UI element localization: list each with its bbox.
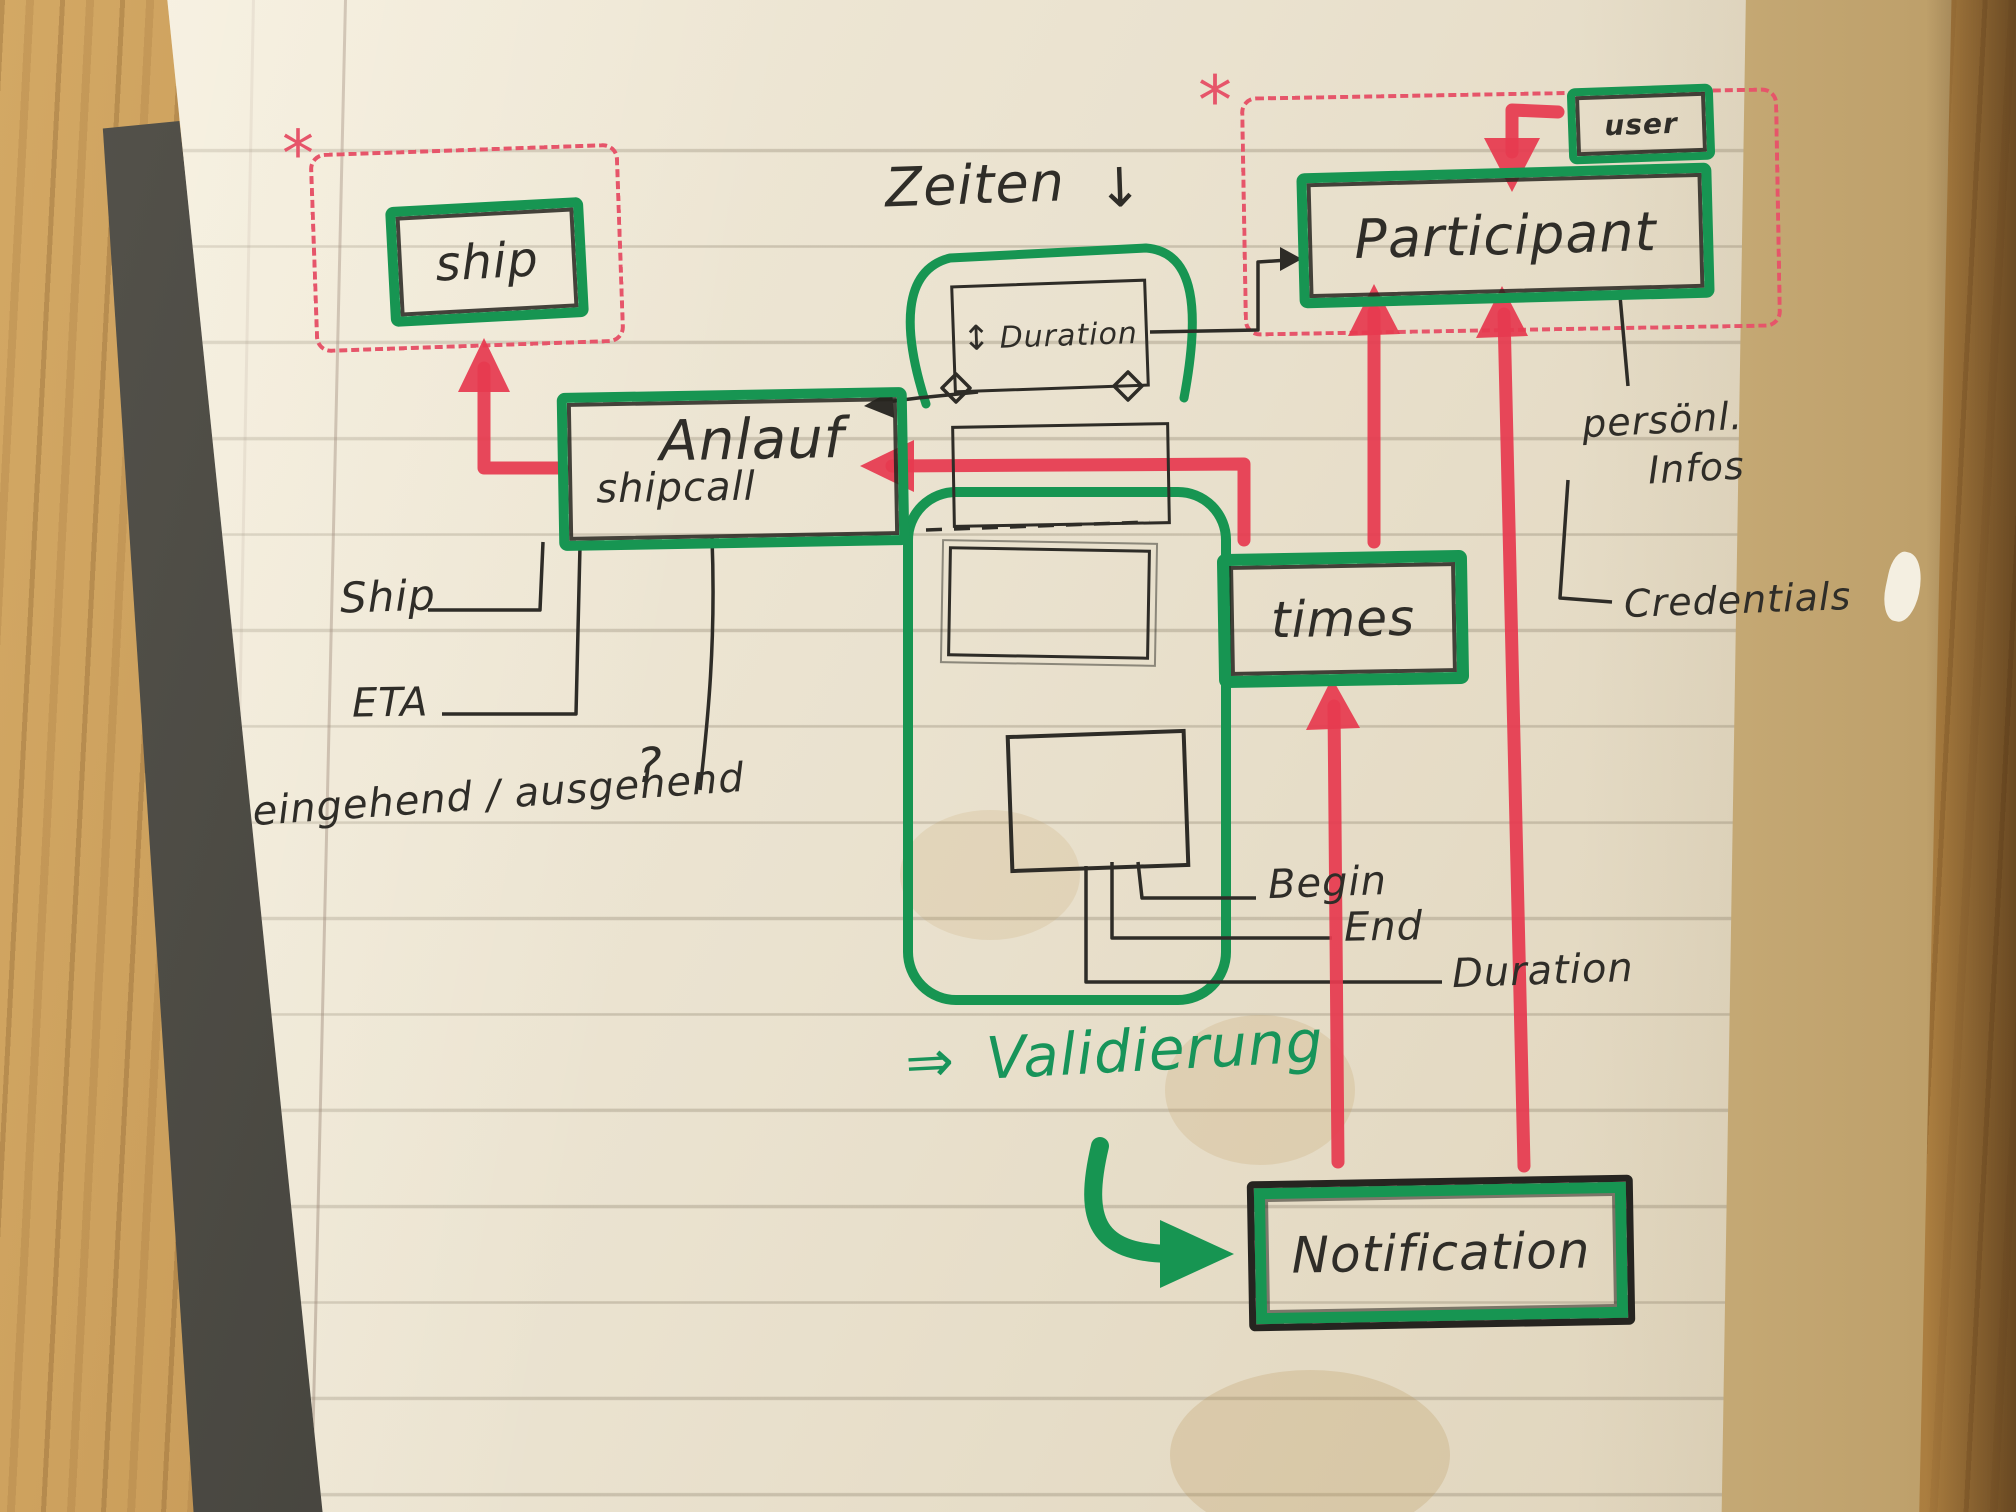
notification-box: Notification <box>1246 1174 1636 1332</box>
dashed-underline <box>925 520 1151 532</box>
implies-arrow-icon: ⇒ <box>903 1026 957 1097</box>
arrowhead-into-anlauf <box>860 440 914 492</box>
end-attr-label: End <box>1343 903 1424 951</box>
begin-line <box>1136 861 1256 900</box>
green-curved-arrowhead <box>1160 1220 1234 1288</box>
asterisk-right: * <box>1198 62 1233 141</box>
ship-attr-line <box>428 541 545 612</box>
eta-attr-label: ETA <box>351 679 429 727</box>
zeiten-bracket <box>905 243 1197 409</box>
red-strokes <box>477 103 1565 1173</box>
duration-attr-line <box>1084 866 1442 984</box>
green-strokes <box>903 243 1231 1263</box>
arrowhead-into-participant-left <box>1348 284 1400 336</box>
user-label: user <box>1603 106 1679 142</box>
ship-box: ship <box>384 196 590 328</box>
anlauf-box: Anlauf shipcall <box>556 386 910 552</box>
question-line <box>698 537 715 791</box>
times-box: times <box>1216 549 1470 689</box>
infos-label: Infos <box>1646 443 1746 493</box>
zeiten-text: Zeiten <box>883 150 1066 220</box>
duration-port-left <box>940 372 972 404</box>
participant-label: Participant <box>1353 200 1658 271</box>
notification-to-times-arrow <box>1327 699 1345 1169</box>
times-label: times <box>1270 588 1416 650</box>
ink-arrowhead-participant <box>1280 247 1302 271</box>
anlauf-to-ship-arrow <box>477 361 569 475</box>
ship-attr-label: Ship <box>339 570 437 623</box>
asterisk-left: * <box>282 118 315 192</box>
arrowhead-into-participant-top <box>1484 138 1540 192</box>
arrowhead-into-ship <box>458 338 510 392</box>
duration-port-right <box>1112 370 1144 402</box>
begin-attr-label: Begin <box>1267 857 1388 909</box>
sketch-box-bottom <box>1005 728 1191 874</box>
persoenl-label: persönl. <box>1580 393 1744 447</box>
ship-box-label: ship <box>433 231 541 293</box>
shipcall-label: shipcall <box>595 463 757 513</box>
validation-container <box>903 487 1231 1005</box>
question-mark: ? <box>636 738 663 794</box>
notification-label: Notification <box>1291 1221 1591 1285</box>
notification-to-participant-arrow <box>1497 307 1531 1173</box>
green-curved-arrow <box>1084 1137 1177 1263</box>
arrowhead-into-times <box>1306 678 1360 730</box>
participant-box: Participant <box>1296 162 1715 309</box>
duration-to-anlauf-line <box>885 390 979 404</box>
paper-stain <box>900 810 1080 940</box>
ink-strokes <box>428 258 1630 984</box>
credentials-line <box>1558 479 1613 604</box>
right-shadow <box>1926 0 2016 1512</box>
duration-attr-label: Duration <box>1451 944 1635 998</box>
paper-stain <box>1165 1015 1355 1165</box>
duration-box-label: Duration <box>999 315 1139 356</box>
persoenl-line <box>1618 295 1630 387</box>
credentials-label: Credentials <box>1623 574 1852 626</box>
red-arrowheads <box>458 138 1540 730</box>
times-to-anlauf-arrow <box>885 457 1251 547</box>
sketch-box-top <box>951 422 1171 528</box>
duration-sketch-box: ↕ Duration <box>950 278 1150 394</box>
updown-arrow-icon: ↕ <box>961 318 993 360</box>
sketch-box-middle <box>939 539 1159 667</box>
ink-arrowhead-anlauf <box>864 390 894 418</box>
down-arrow-icon: ↓ <box>1096 155 1145 221</box>
duration-to-participant-line <box>1149 258 1289 334</box>
zeiten-label: Zeiten ↓ <box>883 148 1145 221</box>
arrowhead-into-participant-right <box>1476 286 1528 338</box>
eta-attr-line <box>442 545 582 716</box>
paper-stain <box>1170 1370 1450 1512</box>
end-line <box>1110 862 1332 940</box>
user-box: user <box>1566 83 1716 165</box>
